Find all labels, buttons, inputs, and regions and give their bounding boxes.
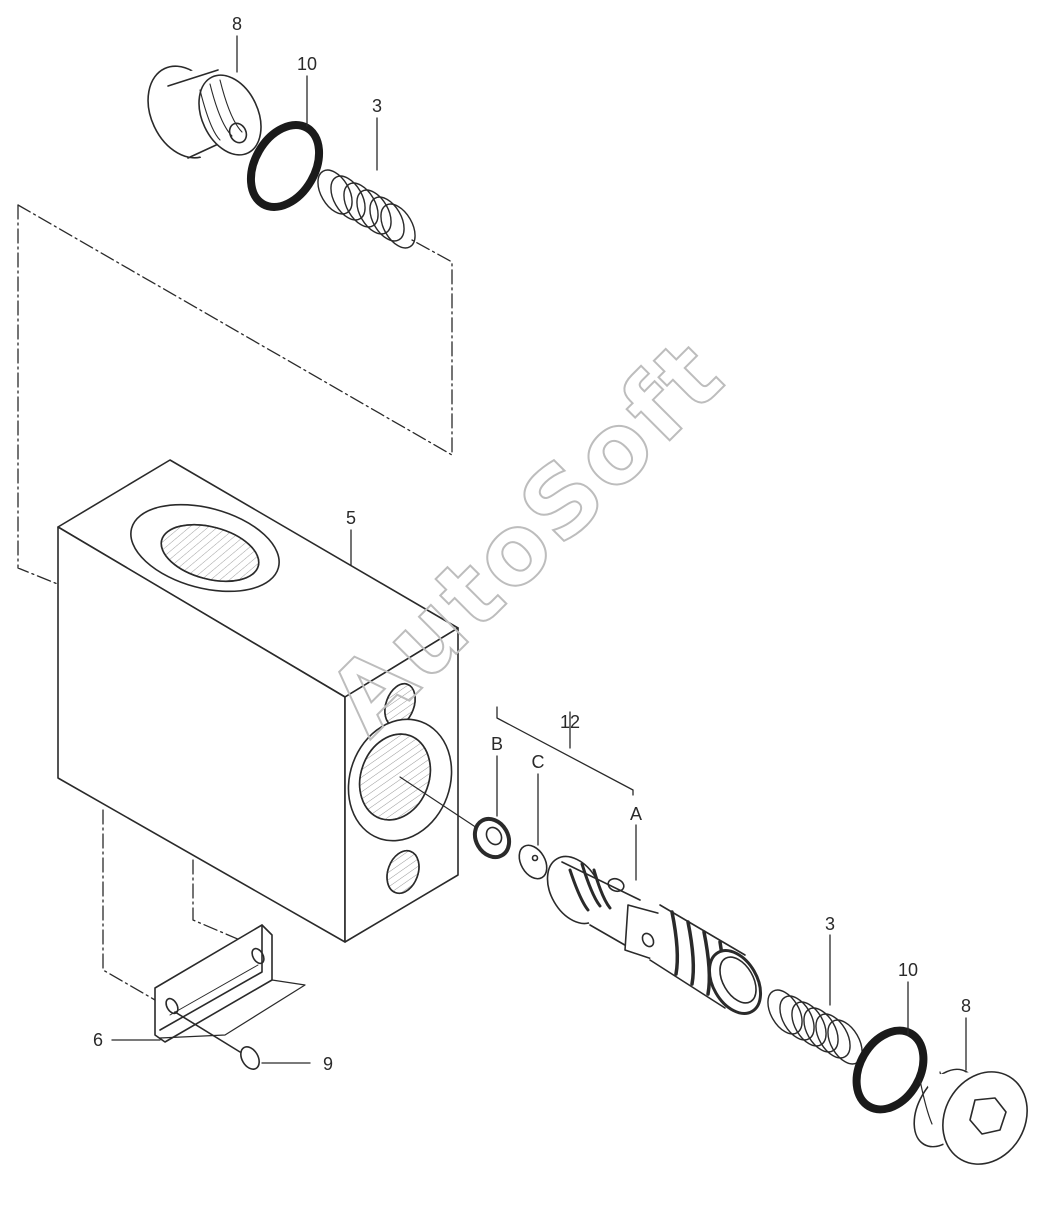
spring-bottom xyxy=(767,989,863,1065)
watermark-logo: AutoSoft xyxy=(306,316,747,757)
leader-lines xyxy=(111,35,967,1071)
callout-12: 12 xyxy=(560,712,580,732)
rivet xyxy=(174,1011,260,1070)
name-plate xyxy=(154,924,306,1043)
o-ring-top xyxy=(246,121,324,211)
washer-c xyxy=(518,844,548,880)
callout-8-bottom: 8 xyxy=(961,996,971,1016)
callout-c: C xyxy=(532,752,545,772)
o-ring-bottom xyxy=(852,1026,928,1114)
plug-bottom xyxy=(913,1068,1028,1165)
spool-a xyxy=(546,855,763,1015)
callout-3-top: 3 xyxy=(372,96,382,116)
spring-top xyxy=(317,169,416,249)
callout-10-bottom: 10 xyxy=(898,960,918,980)
callout-10-top: 10 xyxy=(297,54,317,74)
callout-3-bottom: 3 xyxy=(825,914,835,934)
callout-8-top: 8 xyxy=(232,14,242,34)
seat-b xyxy=(399,776,512,860)
plug-top xyxy=(147,60,262,165)
callout-a: A xyxy=(630,804,642,824)
assembly-guide-lines xyxy=(17,204,453,1001)
callout-9: 9 xyxy=(323,1054,333,1074)
callout-b: B xyxy=(491,734,503,754)
valve-body xyxy=(57,459,459,943)
callout-6: 6 xyxy=(93,1030,103,1050)
callout-labels: 8 10 3 5 12 B C A 3 10 8 6 9 xyxy=(93,14,971,1074)
callout-5: 5 xyxy=(346,508,356,528)
svg-text:AutoSoft: AutoSoft xyxy=(307,317,746,756)
